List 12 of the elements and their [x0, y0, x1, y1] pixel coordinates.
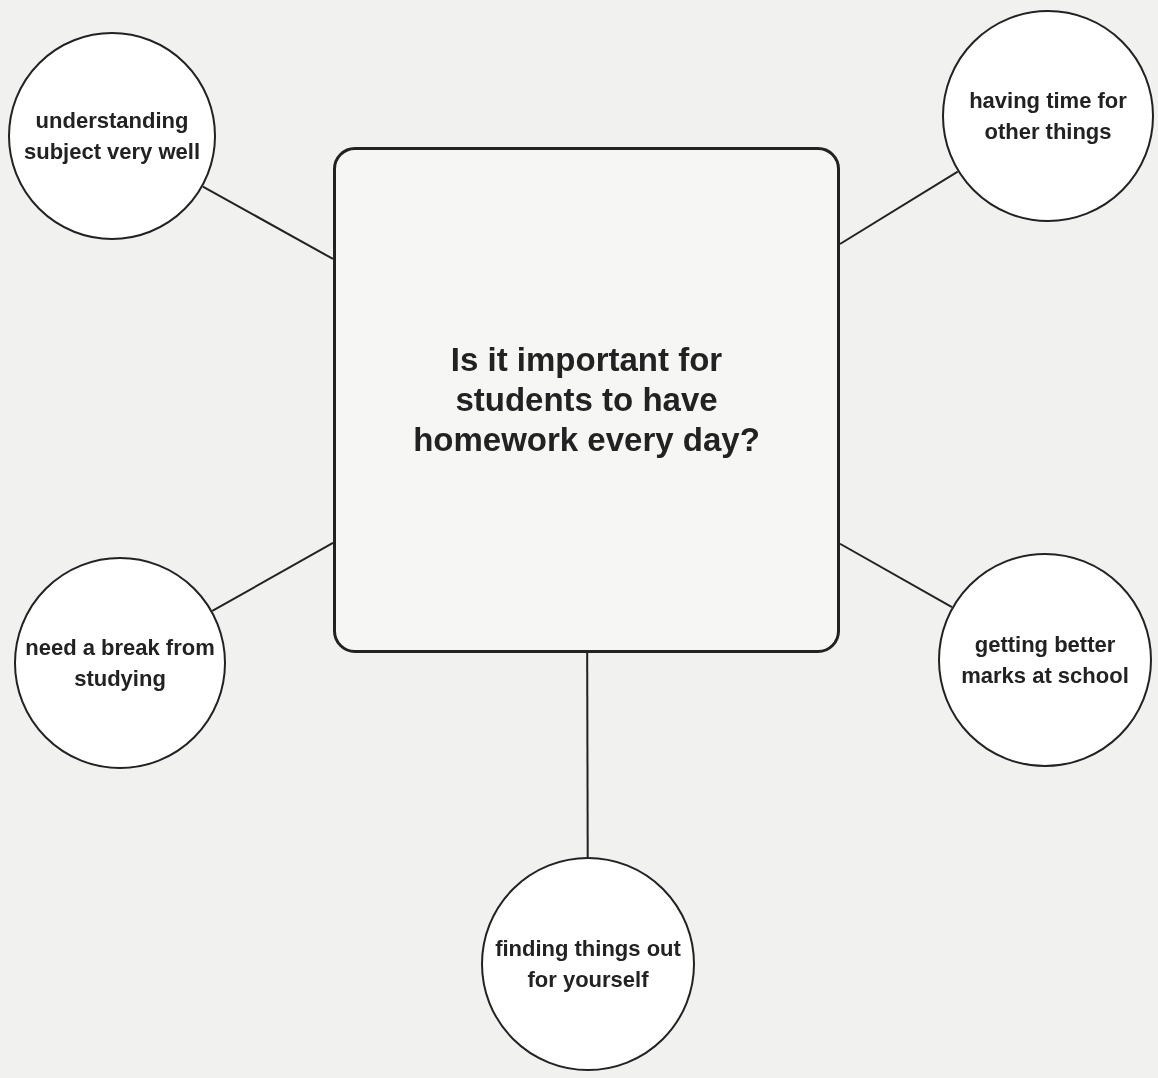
idea-text: understanding subject very well — [22, 107, 202, 166]
idea-text: getting better marks at school — [960, 631, 1130, 690]
connector-line — [211, 541, 334, 612]
connector-line — [839, 542, 953, 609]
idea-text: finding things out for yourself — [494, 935, 682, 994]
idea-text: having time for other things — [968, 87, 1128, 146]
question-box — [333, 147, 840, 653]
question-text: Is it important for students to have homework every day? — [412, 340, 761, 460]
idea-text: need a break from studying — [25, 634, 215, 693]
connector-line — [586, 652, 589, 858]
connector-line — [839, 170, 959, 245]
connector-line — [201, 185, 334, 260]
